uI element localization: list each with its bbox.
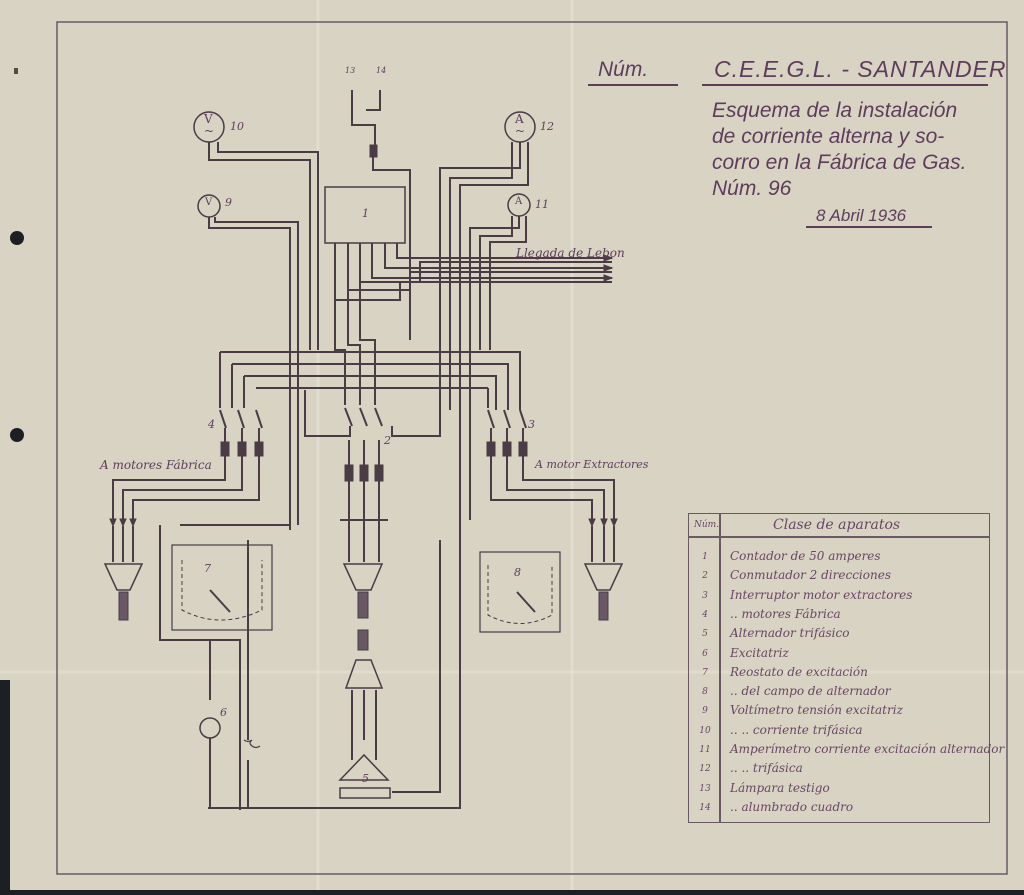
legend-row-text: Excitatriz <box>730 645 789 660</box>
title-line-2: de corriente alterna y so- <box>712 125 945 148</box>
legend-row-text: .. .. trifásica <box>730 761 803 776</box>
number-label: Núm. <box>598 58 649 81</box>
legend-row-number: 3 <box>702 590 708 601</box>
legend-row-number: 9 <box>702 706 708 717</box>
counter-1 <box>324 186 406 244</box>
label-n10: 10 <box>230 120 244 133</box>
legend-row-text: Lámpara testigo <box>730 780 830 795</box>
legend-row-text: .. .. corriente trifásica <box>730 722 863 737</box>
label-n2: 2 <box>384 434 391 447</box>
number-underline <box>588 84 678 86</box>
ammeter-symbol: A <box>515 112 524 126</box>
ac-symbol: ~ <box>204 124 215 138</box>
dark-edge <box>0 680 10 890</box>
legend-row-text: Amperímetro corriente excitación alterna… <box>730 742 1005 756</box>
legend-row-number: 12 <box>699 764 711 775</box>
label-n9: 9 <box>225 196 232 209</box>
label-n7: 7 <box>204 562 211 575</box>
title-line-3: corro en la Fábrica de Gas. <box>712 151 967 174</box>
legend-row-text: Alternador trifásico <box>730 626 850 641</box>
label-llegada: Llegada de Lebon <box>516 246 625 260</box>
legend-row-text: .. motores Fábrica <box>730 606 841 621</box>
title-line-4: Núm. 96 <box>712 177 792 200</box>
legend-row-number: 11 <box>699 745 711 755</box>
wiring <box>103 90 624 810</box>
legend-row-number: 4 <box>702 609 708 620</box>
punch-hole <box>10 231 24 245</box>
legend-table: Núm. Clase de aparatos <box>688 513 990 823</box>
label-n4: 4 <box>208 418 215 431</box>
legend-divider <box>719 514 721 822</box>
label-n6: 6 <box>220 706 227 719</box>
ac-symbol: ~ <box>515 124 526 138</box>
legend-row-number: 7 <box>702 667 708 678</box>
ammeter-symbol: A <box>515 196 523 207</box>
punch-hole <box>10 428 24 442</box>
legend-row-text: .. del campo de alternador <box>730 684 891 699</box>
label-n1: 1 <box>362 207 369 220</box>
label-motores-fabrica: A motores Fábrica <box>100 458 212 472</box>
organization-underline <box>702 84 988 86</box>
label-motor-extractores: A motor Extractores <box>535 458 649 471</box>
legend-row-number: 13 <box>699 783 711 794</box>
sheet-border <box>56 21 1008 875</box>
legend-row-number: 2 <box>702 571 708 582</box>
label-n13: 13 <box>345 66 356 75</box>
legend-col-num: Núm. <box>694 520 720 530</box>
label-n8: 8 <box>514 566 521 579</box>
legend-col-title: Clase de aparatos <box>773 517 901 533</box>
date-underline <box>806 226 932 228</box>
legend-row-number: 1 <box>702 552 708 562</box>
legend-row-text: Conmutador 2 direcciones <box>730 568 891 583</box>
label-n14: 14 <box>376 66 387 75</box>
legend-row-text: Contador de 50 amperes <box>730 549 881 563</box>
label-n12: 12 <box>540 120 554 133</box>
legend-row-text: Reostato de excitación <box>730 664 868 679</box>
legend-row-number: 5 <box>702 629 708 640</box>
label-n5: 5 <box>362 772 369 785</box>
label-n11: 11 <box>535 198 549 211</box>
organization-name: C.E.E.G.L. - SANTANDER <box>714 56 1007 82</box>
label-n3: 3 <box>528 418 535 431</box>
paper-mark <box>14 68 18 74</box>
legend-header-rule <box>689 536 989 538</box>
legend-row-number: 14 <box>699 802 711 813</box>
legend-row-text: Voltímetro tensión excitatriz <box>730 703 903 718</box>
legend-row-text: Interruptor motor extractores <box>730 587 913 602</box>
title-line-1: Esquema de la instalación <box>712 99 958 122</box>
document-date: 8 Abril 1936 <box>816 206 907 225</box>
legend-row-number: 8 <box>702 687 708 698</box>
legend-row-text: .. alumbrado cuadro <box>730 799 854 814</box>
legend-row-number: 6 <box>702 648 708 659</box>
voltmeter-symbol: V <box>205 197 213 208</box>
voltmeter-symbol: V <box>204 112 213 126</box>
legend-row-number: 10 <box>699 725 711 736</box>
